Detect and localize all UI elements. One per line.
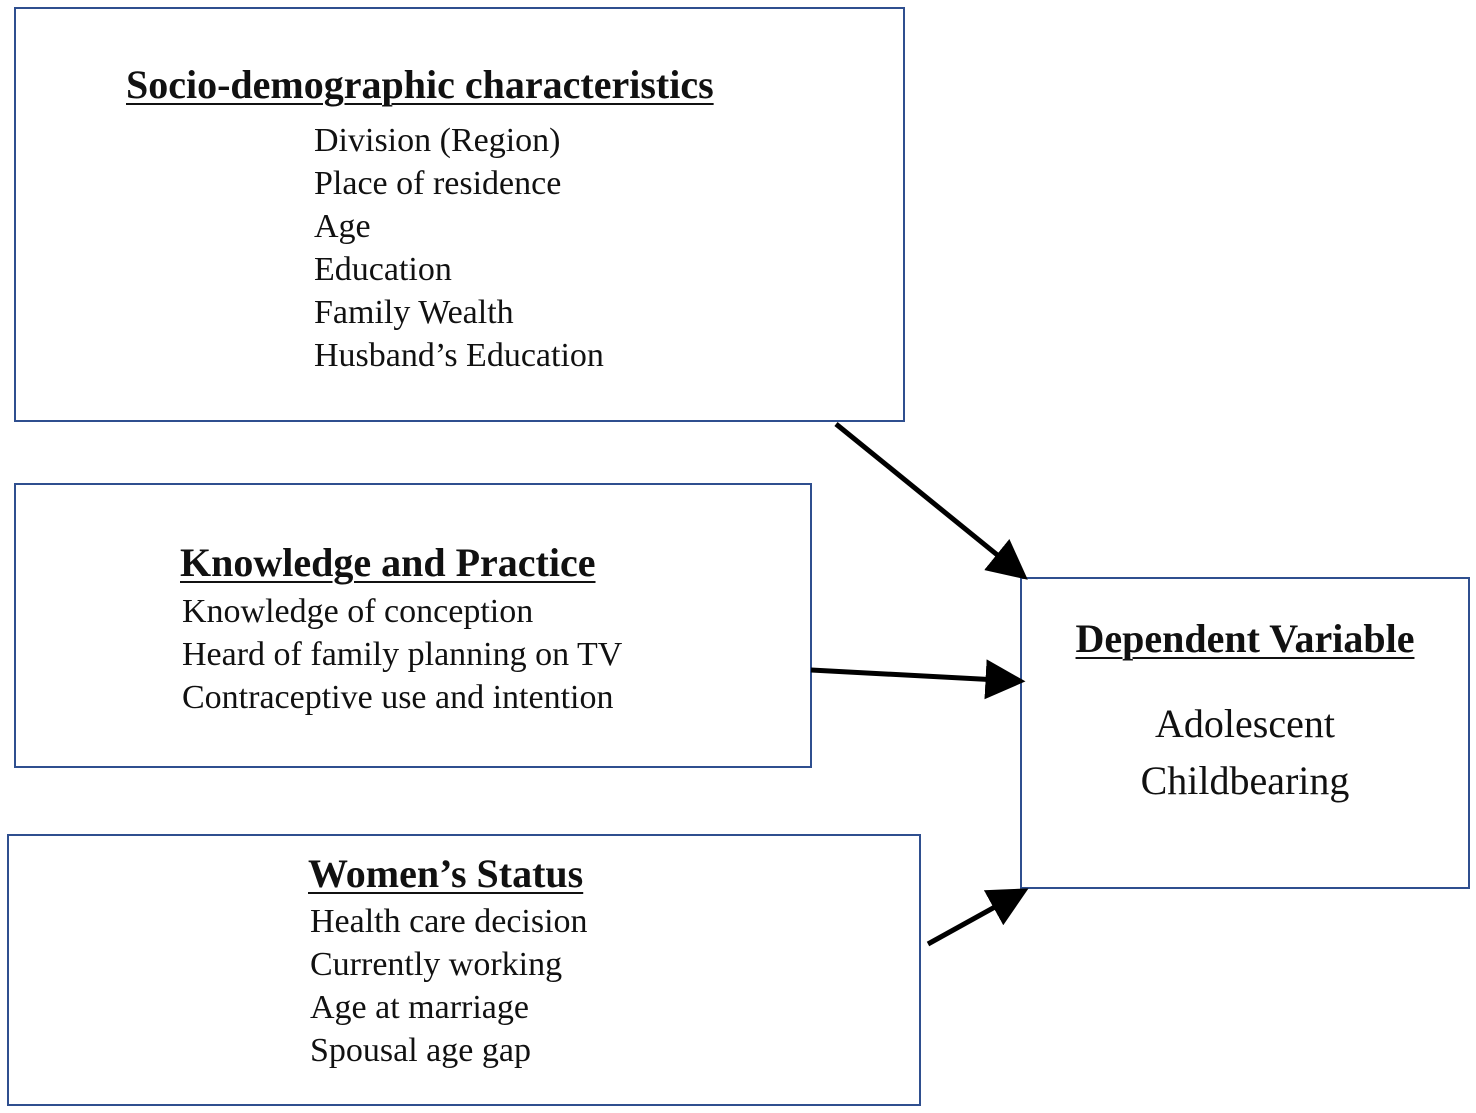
dependent-variable-title: Dependent Variable [1075, 616, 1415, 661]
knowledge-practice-list: Knowledge of conception Heard of family … [182, 590, 622, 719]
list-item: Contraceptive use and intention [182, 679, 614, 716]
outcome-line: Adolescent [1155, 701, 1335, 746]
list-item: Knowledge of conception [182, 593, 534, 630]
socio-demographic-title: Socio-demographic characteristics [126, 62, 714, 107]
list-item: Age at marriage [310, 989, 529, 1026]
womens-status-list: Health care decision Currently working A… [310, 900, 588, 1072]
socio-demographic-list: Division (Region) Place of residence Age… [314, 119, 604, 377]
arrow-socio-to-dependent [834, 422, 1028, 580]
womens-status-title: Women’s Status [308, 851, 584, 896]
womens-status-box: Women’s Status Health care decision Curr… [7, 834, 921, 1106]
list-item: Currently working [310, 946, 563, 983]
dependent-variable-box: Dependent Variable Adolescent Childbeari… [1020, 577, 1470, 889]
socio-demographic-box: Socio-demographic characteristics Divisi… [14, 7, 905, 422]
list-item: Family Wealth [314, 294, 514, 331]
arrow-status-to-dependent [926, 888, 1029, 947]
outcome-line: Childbearing [1140, 758, 1350, 803]
list-item: Age [314, 208, 371, 245]
dependent-variable-outcome: Adolescent Childbearing [1022, 695, 1468, 809]
knowledge-practice-title: Knowledge and Practice [180, 540, 596, 585]
list-item: Spousal age gap [310, 1032, 531, 1069]
knowledge-practice-box: Knowledge and Practice Knowledge of conc… [14, 483, 812, 768]
list-item: Division (Region) [314, 122, 561, 159]
list-item: Education [314, 251, 452, 288]
arrow-knowledge-to-dependent [810, 659, 1026, 700]
list-item: Health care decision [310, 903, 588, 940]
list-item: Husband’s Education [314, 337, 604, 374]
list-item: Heard of family planning on TV [182, 636, 623, 673]
list-item: Place of residence [314, 165, 562, 202]
